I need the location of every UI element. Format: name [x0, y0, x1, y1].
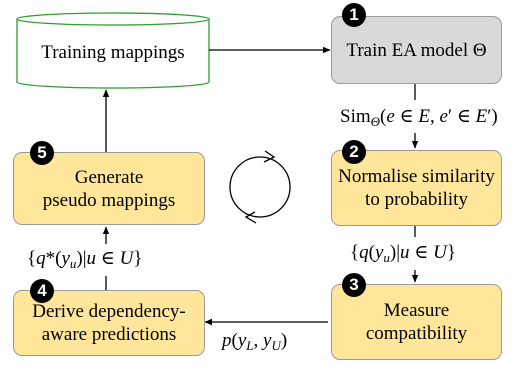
train-model-label: Train EA model Θ	[346, 39, 487, 61]
measure-label-line1: Measure	[383, 300, 450, 321]
similarity-edge-label: SimΘ(e ∈ E, e′ ∈ E′)	[340, 106, 498, 129]
derive-label-line1: Derive dependency-	[32, 301, 186, 322]
q-star-edge-label: {q*(yu)|u ∈ U}	[27, 248, 143, 271]
generate-label-line2: pseudo mappings	[42, 189, 176, 211]
training-mappings-database	[16, 12, 210, 89]
derive-label-line2: aware predictions	[41, 324, 177, 345]
normalise-label-line2: to probability	[365, 189, 468, 210]
cycle-icon	[229, 150, 291, 224]
step-5-badge: 5	[30, 141, 54, 165]
training-mappings-label: Training mappings	[41, 41, 185, 63]
train-model-node: Train EA model Θ	[331, 16, 502, 84]
step-3-badge: 3	[342, 273, 366, 297]
measure-label-line2: compatibility	[365, 323, 468, 344]
joint-probability-edge-label: p(yL, yU)	[222, 330, 288, 353]
normalise-label-line1: Normalise similarity	[338, 166, 495, 187]
measure-node: Measure compatibility	[331, 284, 502, 360]
training-mappings-node: Training mappings	[17, 28, 209, 76]
step-2-badge: 2	[342, 140, 366, 164]
generate-label-line1: Generate	[74, 166, 144, 188]
step-1-badge: 1	[342, 3, 366, 27]
q-distribution-edge-label: {q(yu)|u ∈ U}	[350, 242, 456, 265]
step-4-badge: 4	[30, 279, 54, 303]
